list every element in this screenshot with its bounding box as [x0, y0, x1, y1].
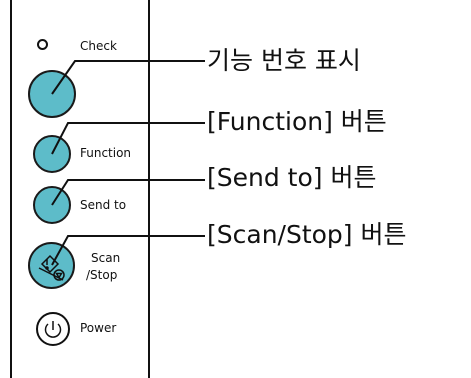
callout-function-number-display: 기능 번호 표시 — [207, 46, 361, 75]
callout-lines — [51, 60, 205, 266]
callout-scan-stop-button: [Scan/Stop] 버튼 — [207, 220, 407, 249]
callout-function-button: [Function] 버튼 — [207, 107, 387, 136]
operator-panel — [10, 0, 150, 378]
check-led-icon — [37, 39, 48, 50]
power-icon — [44, 321, 62, 338]
send-to-label: Send to — [80, 198, 127, 212]
callout-send-to-button: [Send to] 버튼 — [207, 163, 377, 192]
scan-label-line1: Scan — [91, 251, 121, 265]
check-label: Check — [80, 39, 117, 53]
function-label: Function — [80, 146, 132, 160]
scan-stop-icon — [38, 254, 65, 281]
scan-stop-button[interactable] — [28, 242, 75, 289]
power-button[interactable] — [36, 312, 70, 346]
scan-label-line2: /Stop — [86, 268, 118, 282]
power-label: Power — [80, 321, 117, 335]
